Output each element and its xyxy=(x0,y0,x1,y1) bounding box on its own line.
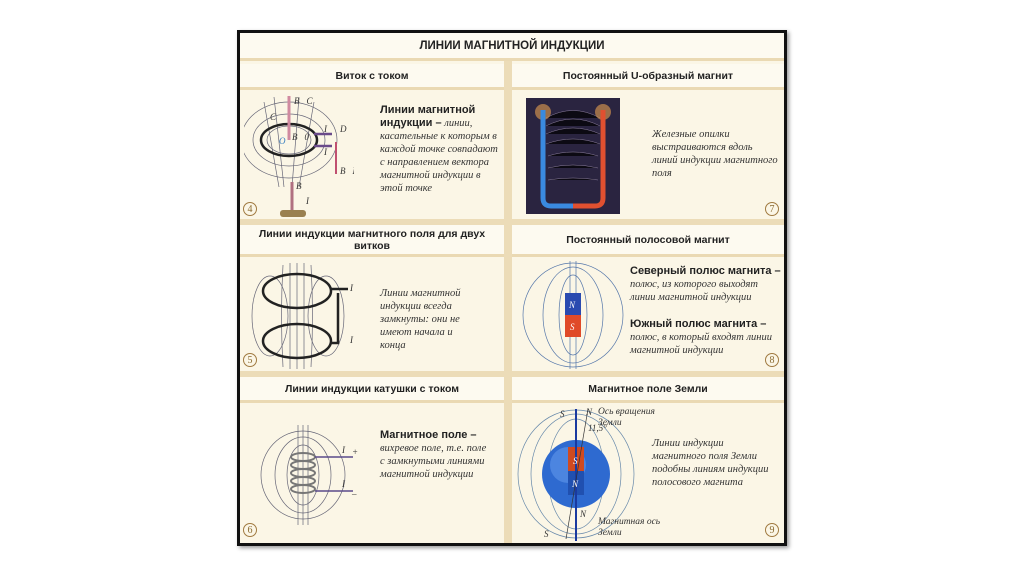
panel-bar-magnet: Постоянный полосовой магнит N S Северный… xyxy=(512,225,784,371)
column-divider xyxy=(504,61,512,543)
label-d: D xyxy=(339,124,347,134)
label-i2: I xyxy=(341,479,346,489)
two-loops-figure: I I xyxy=(251,263,354,369)
u-magnet-figure xyxy=(526,98,620,214)
label-s-bottom: S xyxy=(544,529,549,539)
panel-header: Магнитное поле Земли xyxy=(512,377,784,403)
earth-field-figure: S N 11,5° S N N S xyxy=(517,407,635,541)
poster: ЛИНИИ МАГНИТНОЙ ИНДУКЦИИ Виток с током B… xyxy=(237,30,787,546)
rotation-axis-label: Ось вращения Земли xyxy=(598,407,655,428)
panel-text: Линии индукции магнитного поля Земли под… xyxy=(652,438,769,488)
label-i1: I xyxy=(323,124,328,134)
label-s-top: S xyxy=(560,409,565,419)
panel-coil: Линии индукции катушки с током I + I – М… xyxy=(240,377,504,543)
label-n: N xyxy=(568,300,576,310)
panel-number: 9 xyxy=(765,523,779,537)
definition: полюс, в который входят линии магнитной … xyxy=(630,332,773,356)
panel-number: 8 xyxy=(765,353,779,367)
panel-two-loops: Линии индукции магнитного поля для двух … xyxy=(240,225,504,371)
label-magnet-n: N xyxy=(571,479,579,489)
label-plus: + xyxy=(352,447,358,457)
panel-header: Виток с током xyxy=(240,64,504,90)
panel-number: 6 xyxy=(243,523,257,537)
magnetic-axis-label: Магнитная ось Земли xyxy=(598,517,661,538)
panel-number: 5 xyxy=(243,353,257,367)
panel-text: Магнитное поле – вихревое поле, т.е. поле… xyxy=(380,429,490,481)
label-n-top: N xyxy=(585,407,593,417)
label-b: B⃗ xyxy=(296,181,309,191)
definition: линии, касательные к которым в каждой то… xyxy=(380,118,498,194)
label-i1: I xyxy=(349,283,354,293)
label-c: C xyxy=(270,112,277,122)
poster-title: ЛИНИИ МАГНИТНОЙ ИНДУКЦИИ xyxy=(240,33,784,61)
label-bd: B⃗D xyxy=(340,166,354,176)
label-i2: I xyxy=(349,335,354,345)
label-magnet-s: S xyxy=(573,456,578,466)
label-n-bottom: N xyxy=(579,509,587,519)
label-bc: B⃗C xyxy=(294,96,313,106)
term: Южный полюс магнита – xyxy=(630,318,767,330)
panel-text: Линии магнитной индукции всегда замкнуты… xyxy=(380,288,461,351)
coil-figure: I + I – xyxy=(260,425,358,525)
label-i3: I xyxy=(305,196,310,206)
label-s: S xyxy=(570,322,575,332)
term: Северный полюс магнита – xyxy=(630,265,781,277)
label-o: O xyxy=(279,136,286,146)
panel-text: Железные опилки выстраиваются вдоль лини… xyxy=(652,129,778,179)
current-loop-figure: B⃗C C O B⃗0 I I D B⃗D B⃗ I xyxy=(244,96,354,217)
bar-magnet-figure: N S xyxy=(522,261,624,369)
row-divider xyxy=(240,219,784,225)
definition: вихревое поле, т.е. поле с замкнутыми ли… xyxy=(380,443,487,480)
panel-earth-field: Магнитное поле Земли S N 11,5° S N N S О… xyxy=(512,377,784,543)
panel-header: Линии индукции магнитного поля для двух … xyxy=(240,225,504,257)
panel-current-loop: Виток с током B⃗C C O B⃗0 I I D B⃗D B⃗ I… xyxy=(240,64,504,219)
label-i2: I xyxy=(323,147,328,157)
term: Линии магнитной индукции – xyxy=(380,104,476,129)
panel-header: Линии индукции катушки с током xyxy=(240,377,504,403)
label-b0: B⃗0 xyxy=(292,132,309,142)
panel-number: 4 xyxy=(243,202,257,216)
panel-header: Постоянный U-образный магнит xyxy=(512,64,784,90)
panel-u-magnet: Постоянный U-образный магнит Железные оп… xyxy=(512,64,784,219)
panel-text: Линии магнитной индукции – линии, касате… xyxy=(380,104,500,195)
south-pole-text: Южный полюс магнита – полюс, в который вх… xyxy=(630,318,782,357)
definition: полюс, из которого выходят линии магнитн… xyxy=(630,279,758,303)
panel-number: 7 xyxy=(765,202,779,216)
term: Магнитное поле – xyxy=(380,429,477,441)
label-minus: – xyxy=(351,489,357,499)
label-i1: I xyxy=(341,445,346,455)
row-divider xyxy=(240,371,784,377)
angle-label: 11,5° xyxy=(588,423,607,433)
north-pole-text: Северный полюс магнита – полюс, из которо… xyxy=(630,265,782,304)
panel-header: Постоянный полосовой магнит xyxy=(512,225,784,257)
